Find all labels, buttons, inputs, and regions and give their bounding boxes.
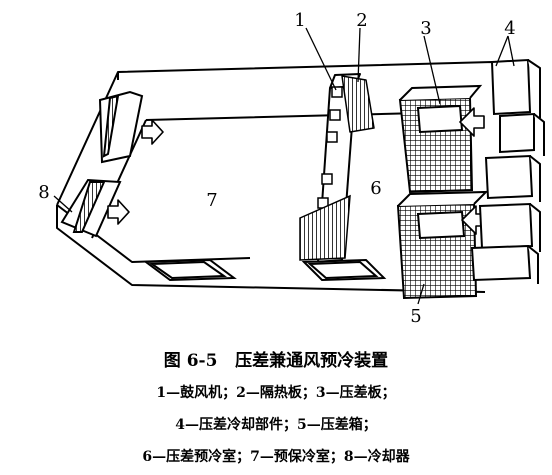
callout-3: 3: [420, 18, 431, 39]
pressure-plates: [416, 104, 466, 240]
figure-title: 图 6-5 压差兼通风预冷装置: [163, 351, 389, 371]
region-label-7: 7: [206, 190, 217, 211]
region-label-6: 6: [370, 178, 381, 199]
legend-line-1: 1—鼓风机；2—隔热板；3—压差板；: [156, 385, 396, 401]
blower-units: [317, 86, 343, 209]
callout-2: 2: [356, 10, 367, 31]
cooling-components: [470, 58, 545, 284]
callout-5: 5: [410, 306, 421, 327]
leader-lines: [53, 27, 515, 305]
floor-vents: [143, 258, 387, 282]
cooler-units: [60, 90, 144, 238]
ramp-hatch: [299, 194, 351, 261]
callout-1: 1: [294, 10, 305, 31]
legend-line-3: 6—压差预冷室；7—预保冷室；8—冷却器: [142, 449, 410, 465]
callout-4: 4: [504, 18, 515, 39]
legend-line-2: 4—压差冷却部件；5—压差箱；: [175, 417, 377, 433]
callout-8: 8: [38, 182, 49, 203]
airflow-arrows: [107, 119, 164, 225]
cooling-device-diagram: 1 2 3 4 5 8 6 7: [38, 10, 545, 327]
